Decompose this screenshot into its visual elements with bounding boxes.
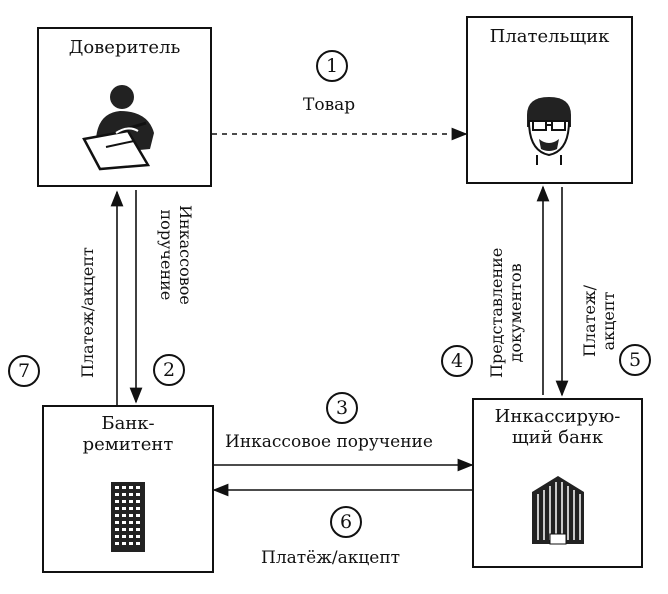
step-6-badge: 6 [330,506,362,538]
step-7-label: Платеж/акцепт [78,247,97,378]
step-7-badge: 7 [8,355,40,387]
step-1-label: Товар [303,95,356,115]
bank-building-icon [111,482,145,552]
principal-box: Доверитель [37,27,212,187]
payer-title: Плательщик [489,26,610,47]
step-1-badge: 1 [316,50,348,82]
step-4-badge: 4 [441,345,473,377]
step-2-label: Инкассовое поручение [157,205,195,305]
step-2-badge: 2 [153,354,185,386]
person-writing-icon [82,85,154,171]
principal-title: Доверитель [68,37,181,58]
person-face-icon [527,97,571,165]
step-3-label: Инкассовое поручение [225,432,433,452]
remitting-bank-box: Банк- ремитент [42,405,214,573]
remitting-bank-title: Банк- ремитент [82,413,174,455]
step-6-label: Платёж/акцепт [261,548,401,568]
bank-tower-icon [532,476,584,545]
step-4-label: Представление документов [487,247,525,378]
payer-box: Плательщик [466,16,633,184]
collecting-bank-title: Инкассирую- щий банк [494,406,621,448]
step-5-badge: 5 [619,344,651,376]
step-5-label: Платеж/акцепт [580,284,618,358]
collecting-bank-box: Инкассирую- щий банк [472,398,643,568]
step-3-badge: 3 [326,392,358,424]
